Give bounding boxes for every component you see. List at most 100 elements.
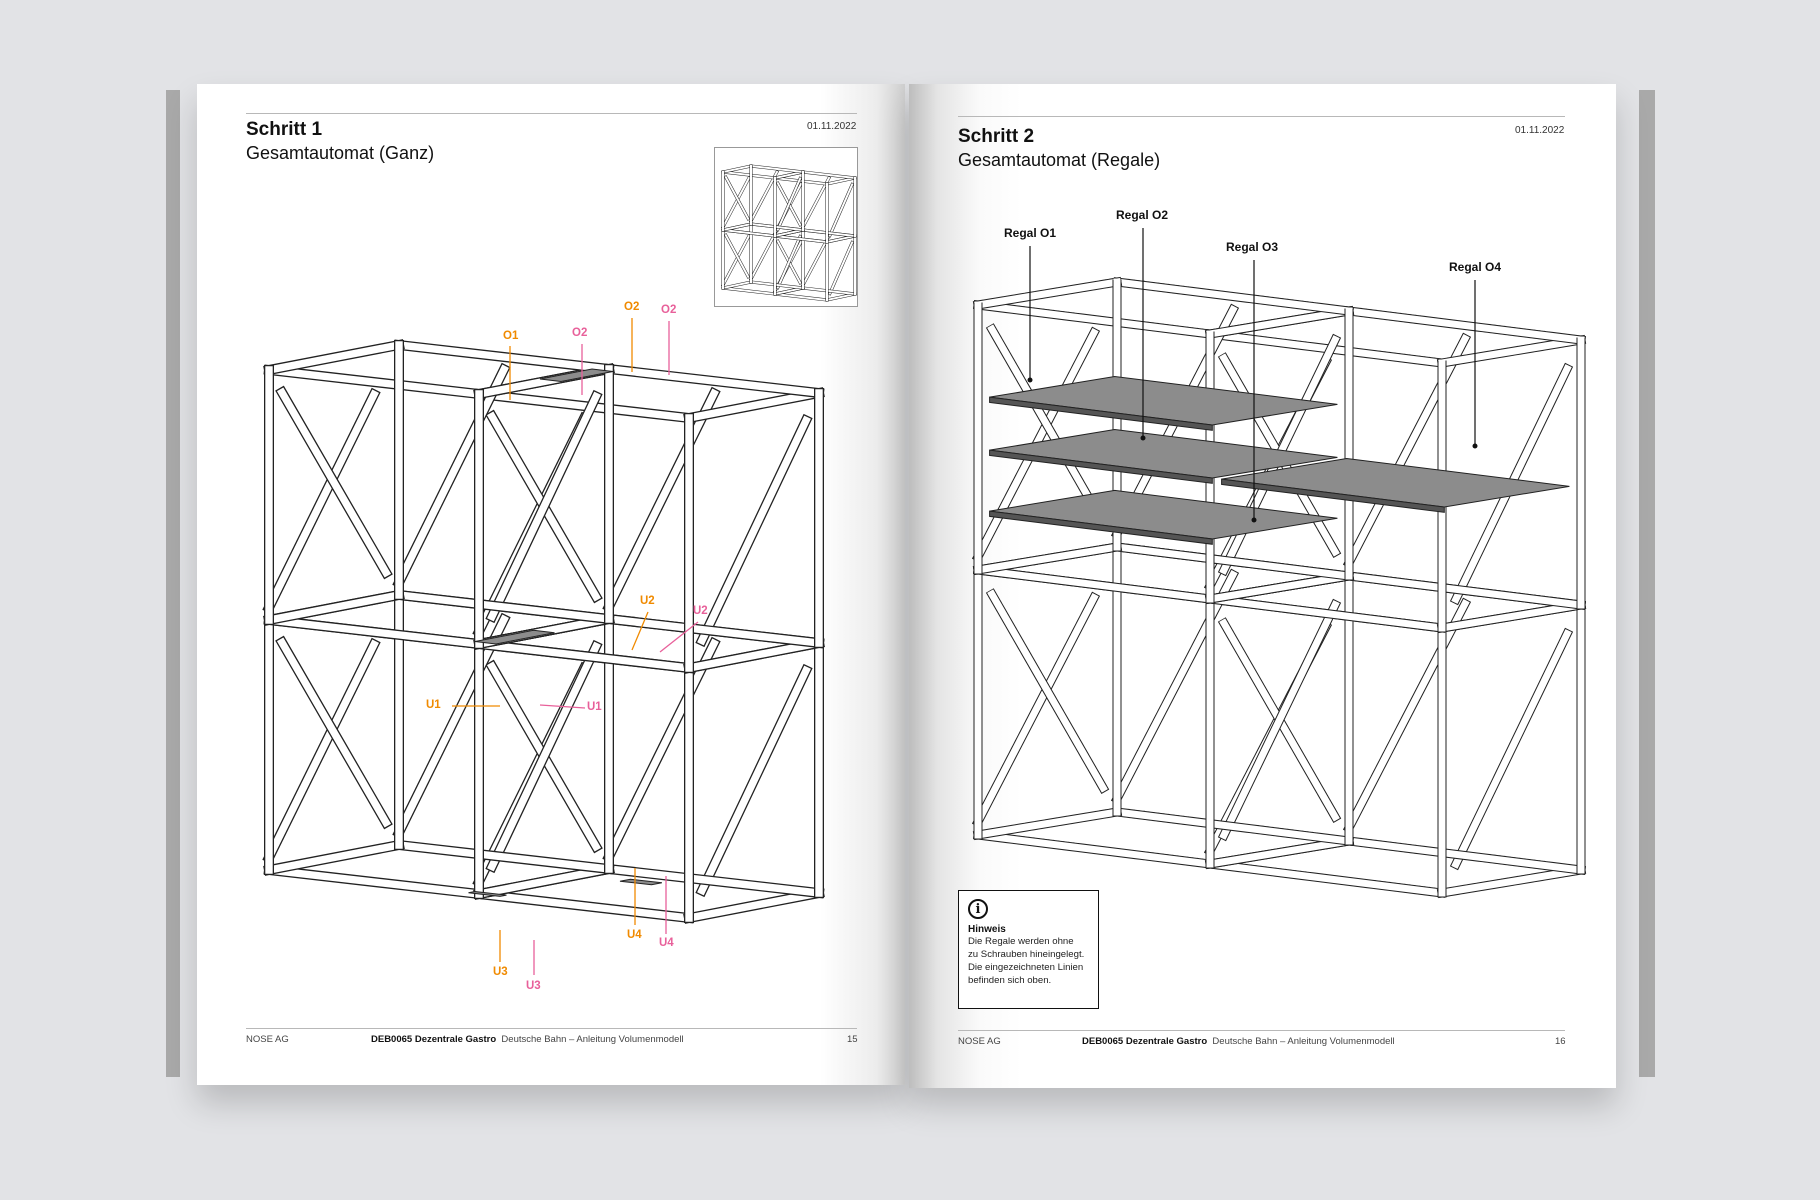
diagonal-brace-fill: [604, 388, 719, 612]
diagonal-brace-fill: [1219, 600, 1340, 840]
leader-line: [539, 704, 586, 709]
shelf-edge: [989, 396, 1213, 431]
frame-beam-fill: [721, 280, 753, 290]
frame-beam-fill: [749, 222, 805, 232]
frame-beam-fill: [264, 340, 404, 375]
frame-beam-fill: [1205, 571, 1354, 604]
frame-beam-fill: [604, 364, 824, 398]
frame-beam-fill: [684, 888, 824, 923]
frame-beam-fill: [1345, 837, 1585, 874]
frame-beam-fill: [974, 566, 1214, 603]
frame-beam-fill: [1437, 600, 1586, 633]
frame-beam-fill: [721, 170, 777, 180]
part-label-o2: O2: [624, 301, 640, 313]
part-label-o2: O2: [661, 304, 677, 316]
diagonal-brace-fill: [987, 589, 1108, 793]
frame-beam-fill: [1113, 808, 1353, 845]
footer-company: NOSE AG: [246, 1034, 289, 1045]
diagonal-brace-fill: [749, 228, 779, 281]
frame-beam-fill: [264, 840, 404, 875]
diagonal-brace-fill: [1344, 334, 1470, 568]
date: 01.11.2022: [807, 121, 857, 132]
frame-beam-fill: [973, 807, 1122, 840]
overview-thumbnail: [714, 147, 858, 307]
footer-description: Deutsche Bahn – Anleitung Volumenmodell: [501, 1034, 684, 1045]
label-regal-o4: Regal O4: [1449, 260, 1502, 274]
shelf-edge: [1221, 478, 1445, 513]
hint-text: Die Regale werden ohne zu Schrauben hine…: [968, 935, 1089, 987]
frame-beam-fill: [1113, 543, 1353, 580]
frame-beam-fill: [474, 389, 694, 423]
frame-beam-fill: [825, 176, 857, 186]
diagonal-brace-fill: [1451, 629, 1572, 869]
diagonal-brace-fill: [721, 234, 751, 287]
header-rule-right: [958, 116, 1565, 117]
step-title: Schritt 2: [958, 126, 1035, 147]
book-edge-left: [166, 90, 180, 1077]
frame-beam-fill: [394, 590, 614, 624]
frame-beam-fill: [825, 292, 857, 302]
frame-beam-fill: [721, 222, 753, 232]
frame-beam-fill: [1206, 860, 1446, 897]
step-subtitle: Gesamtautomat (Regale): [958, 150, 1161, 170]
frame-beam-fill: [773, 292, 829, 302]
diagonal-brace-fill: [264, 389, 379, 613]
frame-beam-fill: [721, 164, 753, 174]
frame-beam-fill: [801, 286, 857, 296]
frame-beam-fill: [721, 228, 777, 238]
footer-description: Deutsche Bahn – Anleitung Volumenmodell: [1212, 1036, 1395, 1047]
leader-line: [659, 621, 699, 653]
frame-beam-fill: [773, 176, 829, 186]
frame-beam-fill: [1437, 865, 1586, 898]
diagonal-brace-fill: [394, 364, 509, 588]
diagonal-brace-fill: [487, 391, 601, 622]
diagonal-brace-fill: [1112, 570, 1238, 804]
diagonal-brace-fill: [604, 638, 719, 862]
footer-company: NOSE AG: [958, 1036, 1001, 1047]
diagonal-brace-fill: [801, 234, 831, 287]
diagonal-brace-fill: [394, 614, 509, 838]
part-label-u3: U3: [526, 980, 541, 992]
frame-beam-fill: [684, 638, 824, 673]
part-label-u1: U1: [587, 701, 602, 713]
diagonal-brace-fill: [801, 176, 831, 229]
frame-beam-fill: [973, 277, 1122, 310]
frame-beam-fill: [721, 286, 777, 296]
connector-u4: [619, 878, 662, 886]
frame-beam-fill: [749, 280, 805, 290]
frame-beam-fill: [474, 639, 694, 673]
book-edge-right: [1639, 90, 1655, 1077]
diagonal-brace-fill: [987, 324, 1108, 528]
diagonal-brace-fill: [697, 415, 811, 646]
part-label-u2: U2: [640, 595, 655, 607]
connector-u1: [474, 629, 555, 645]
info-icon: i: [968, 899, 988, 919]
diagonal-brace-fill: [828, 183, 854, 237]
hint-line: zu Schrauben hineingelegt.: [968, 949, 1085, 960]
diagonal-brace-fill: [721, 176, 751, 229]
date: 01.11.2022: [1515, 125, 1565, 136]
frame-beam-fill: [773, 286, 805, 296]
part-label-u4: U4: [627, 929, 642, 941]
part-label-o1: O1: [503, 330, 519, 342]
frame-beam-fill: [684, 388, 824, 423]
connector-o: [539, 368, 614, 382]
diagonal-brace-fill: [776, 177, 802, 231]
frame-beam-fill: [1205, 836, 1354, 869]
leader-dot: [1027, 377, 1033, 383]
hint-line: Die Regale werden ohne: [968, 936, 1074, 947]
diagonal-brace-fill: [276, 637, 392, 828]
frame-beam-fill: [264, 615, 484, 649]
connector-u3: [468, 891, 507, 897]
diagonal-brace-fill: [276, 387, 392, 578]
frame-beam-fill: [264, 590, 404, 625]
frame-beam-fill: [825, 234, 857, 244]
page-number: 15: [847, 1034, 858, 1045]
shelf-regal-o3: [989, 489, 1338, 540]
step-title: Schritt 1: [246, 119, 323, 140]
footer-project: DEB0065 Dezentrale Gastro Deutsche Bahn …: [371, 1034, 684, 1045]
frame-beam-fill: [773, 170, 805, 180]
frame-beam-fill: [1113, 278, 1353, 315]
part-label-u1: U1: [426, 699, 441, 711]
shelf-edge: [989, 510, 1213, 545]
